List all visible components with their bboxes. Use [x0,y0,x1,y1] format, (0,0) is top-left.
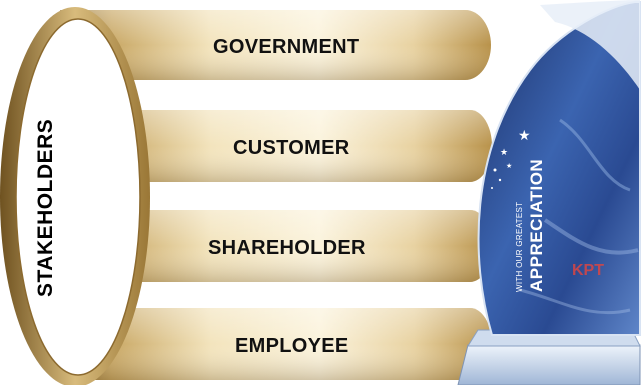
bar-shareholder [60,210,492,282]
stakeholders-label: STAKEHOLDERS [34,118,57,297]
trophy-illustration: ★ ★ ★ [457,0,641,385]
star-icon: ★ [518,128,531,144]
star-icon: ★ [506,162,512,170]
trophy-small-text: WITH OUR GREATEST [515,201,524,292]
bar-label-employee: EMPLOYEE [235,335,349,357]
bar-employee [60,308,492,380]
bar-label-shareholder: SHAREHOLDER [208,237,366,259]
bar-label-customer: CUSTOMER [233,137,350,159]
stakeholders-ring [0,7,150,385]
trophy-appreciation-text: APPRECIATION [527,158,546,292]
bar-label-government: GOVERNMENT [213,36,360,58]
bar-government [60,10,491,80]
star-icon: ★ [500,148,508,158]
trophy-badge-text: KPT [572,262,604,279]
bar-customer [60,110,492,182]
